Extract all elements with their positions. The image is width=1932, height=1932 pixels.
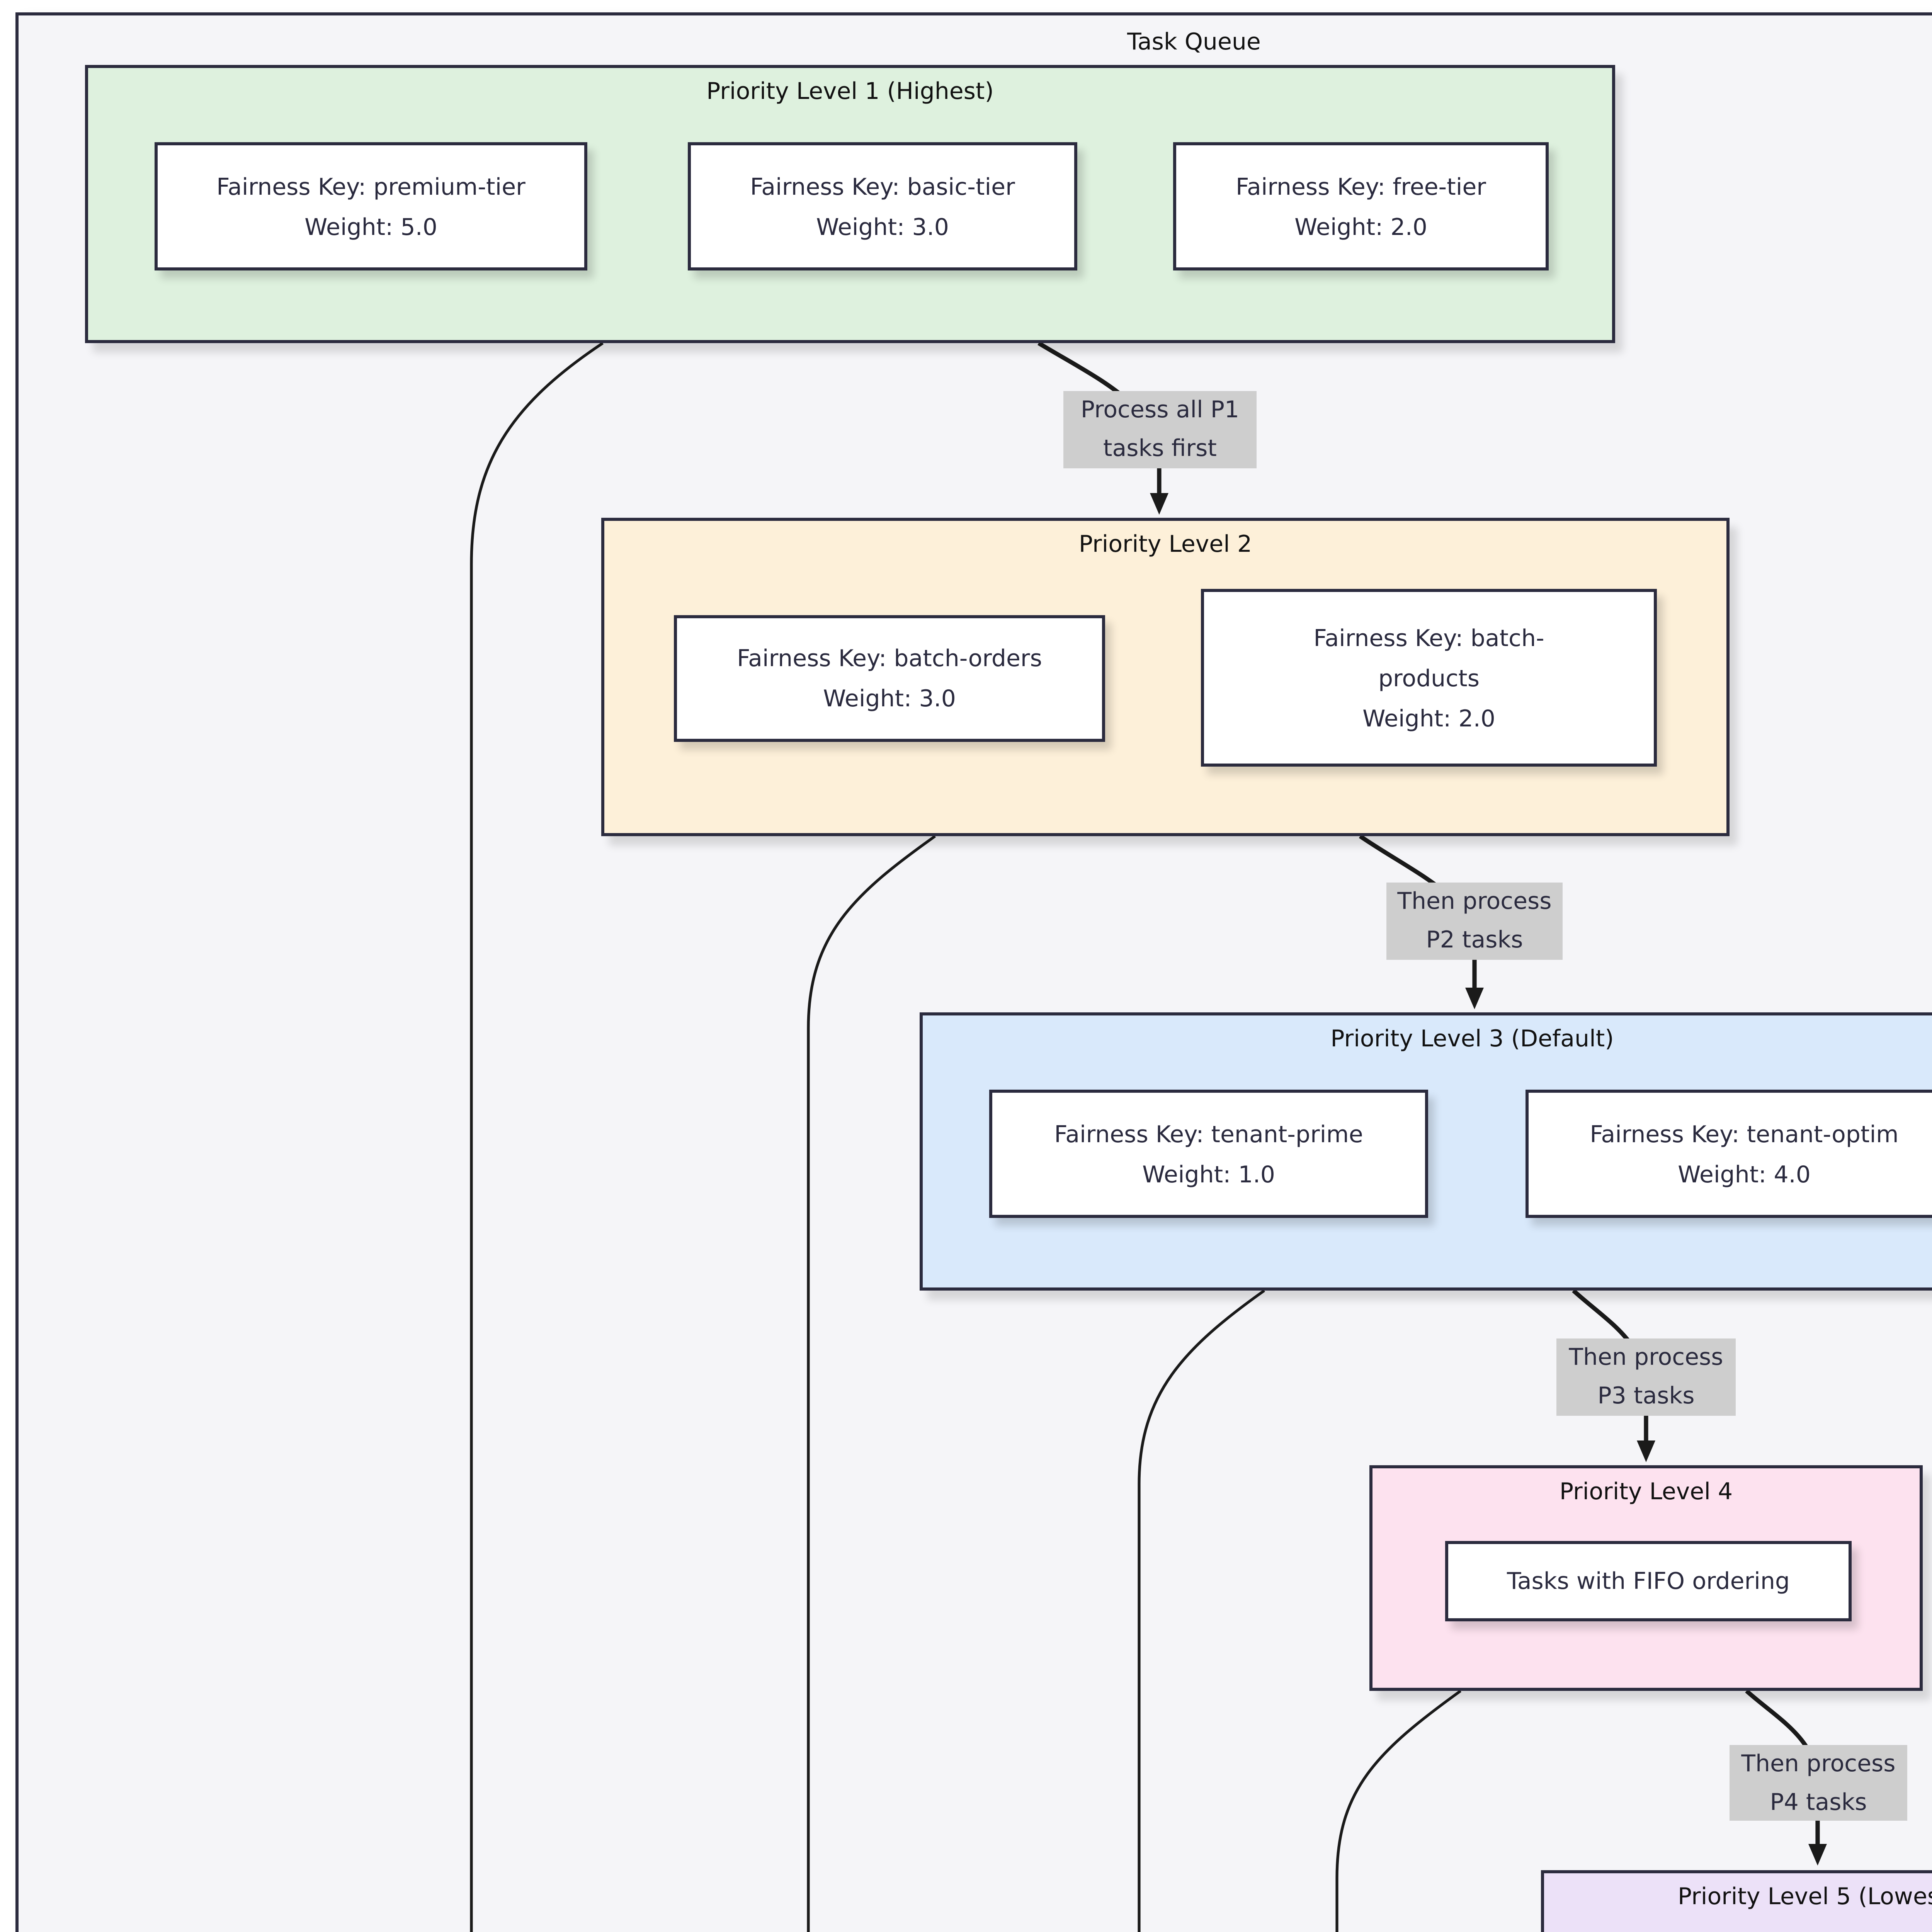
node-line: Tasks with FIFO ordering [1507, 1567, 1790, 1595]
node-line: Weight: 5.0 [304, 213, 437, 240]
edge-label-process-p1: Process all P1 tasks first [1063, 391, 1257, 468]
node-line: Fairness Key: premium-tier [216, 172, 526, 200]
node-free-tier: Fairness Key: free-tier Weight: 2.0 [1173, 142, 1549, 270]
node-line: Weight: 2.0 [1294, 213, 1427, 240]
edge-p3-to-workers [1138, 1289, 1265, 1932]
edge-p2-to-workers [807, 835, 936, 1932]
node-premium-tier: Fairness Key: premium-tier Weight: 5.0 [155, 142, 587, 270]
edge-label-line: Process all P1 [1080, 396, 1240, 423]
node-batch-orders: Fairness Key: batch-orders Weight: 3.0 [674, 615, 1105, 742]
node-basic-tier: Fairness Key: basic-tier Weight: 3.0 [688, 142, 1077, 270]
node-line: Fairness Key: free-tier [1235, 172, 1486, 200]
edge-label-line: Then process [1397, 887, 1552, 915]
edge-p4-to-workers [1335, 1690, 1462, 1932]
cluster-title-p1: Priority Level 1 (Highest) [706, 77, 994, 105]
cluster-title-p4: Priority Level 4 [1559, 1478, 1733, 1505]
cluster-priority-level-5: Priority Level 5 (Lowest) Tasks with FIF… [1541, 1870, 1932, 1932]
edge-label-line: P2 tasks [1426, 926, 1523, 954]
node-line: Weight: 3.0 [816, 213, 949, 240]
node-batch-products: Fairness Key: batch- products Weight: 2.… [1201, 589, 1657, 767]
node-line: Fairness Key: batch- [1313, 624, 1544, 651]
cluster-priority-level-3: Priority Level 3 (Default) Fairness Key:… [920, 1012, 1932, 1291]
node-line: Fairness Key: batch-orders [737, 645, 1042, 672]
node-line: Fairness Key: basic-tier [750, 172, 1015, 200]
node-tenant-prime: Fairness Key: tenant-prime Weight: 1.0 [989, 1090, 1428, 1218]
edge-label-line: Then process [1569, 1343, 1723, 1371]
edge-label-process-p4: Then process P4 tasks [1730, 1745, 1907, 1821]
cluster-priority-level-2: Priority Level 2 Fairness Key: batch-ord… [601, 518, 1730, 836]
edge-label-process-p2: Then process P2 tasks [1386, 883, 1563, 960]
cluster-title-p3: Priority Level 3 (Default) [1330, 1025, 1614, 1053]
edge-label-line: Then process [1741, 1749, 1896, 1777]
cluster-priority-level-1: Priority Level 1 (Highest) Fairness Key:… [85, 65, 1615, 343]
edge-p1-to-workers [470, 342, 604, 1932]
node-line: Fairness Key: tenant-prime [1054, 1120, 1363, 1148]
edge-label-line: P4 tasks [1770, 1787, 1867, 1815]
cluster-title-p2: Priority Level 2 [1078, 530, 1252, 558]
node-line: Weight: 1.0 [1142, 1160, 1275, 1188]
node-line: products [1378, 664, 1480, 692]
edge-label-process-p3: Then process P3 tasks [1556, 1338, 1736, 1416]
node-line: Weight: 3.0 [823, 685, 956, 713]
node-line: Weight: 2.0 [1362, 704, 1495, 732]
cluster-title-p5: Priority Level 5 (Lowest) [1678, 1883, 1932, 1910]
task-queue-title: Task Queue [1127, 28, 1261, 56]
node-line: Weight: 4.0 [1678, 1160, 1811, 1188]
edge-label-line: P3 tasks [1597, 1382, 1695, 1410]
node-tenant-optim: Fairness Key: tenant-optim Weight: 4.0 [1526, 1090, 1932, 1218]
node-fifo-p4: Tasks with FIFO ordering [1445, 1541, 1852, 1621]
edge-label-line: tasks first [1103, 434, 1217, 462]
cluster-priority-level-4: Priority Level 4 Tasks with FIFO orderin… [1369, 1465, 1923, 1691]
node-line: Fairness Key: tenant-optim [1590, 1120, 1899, 1148]
